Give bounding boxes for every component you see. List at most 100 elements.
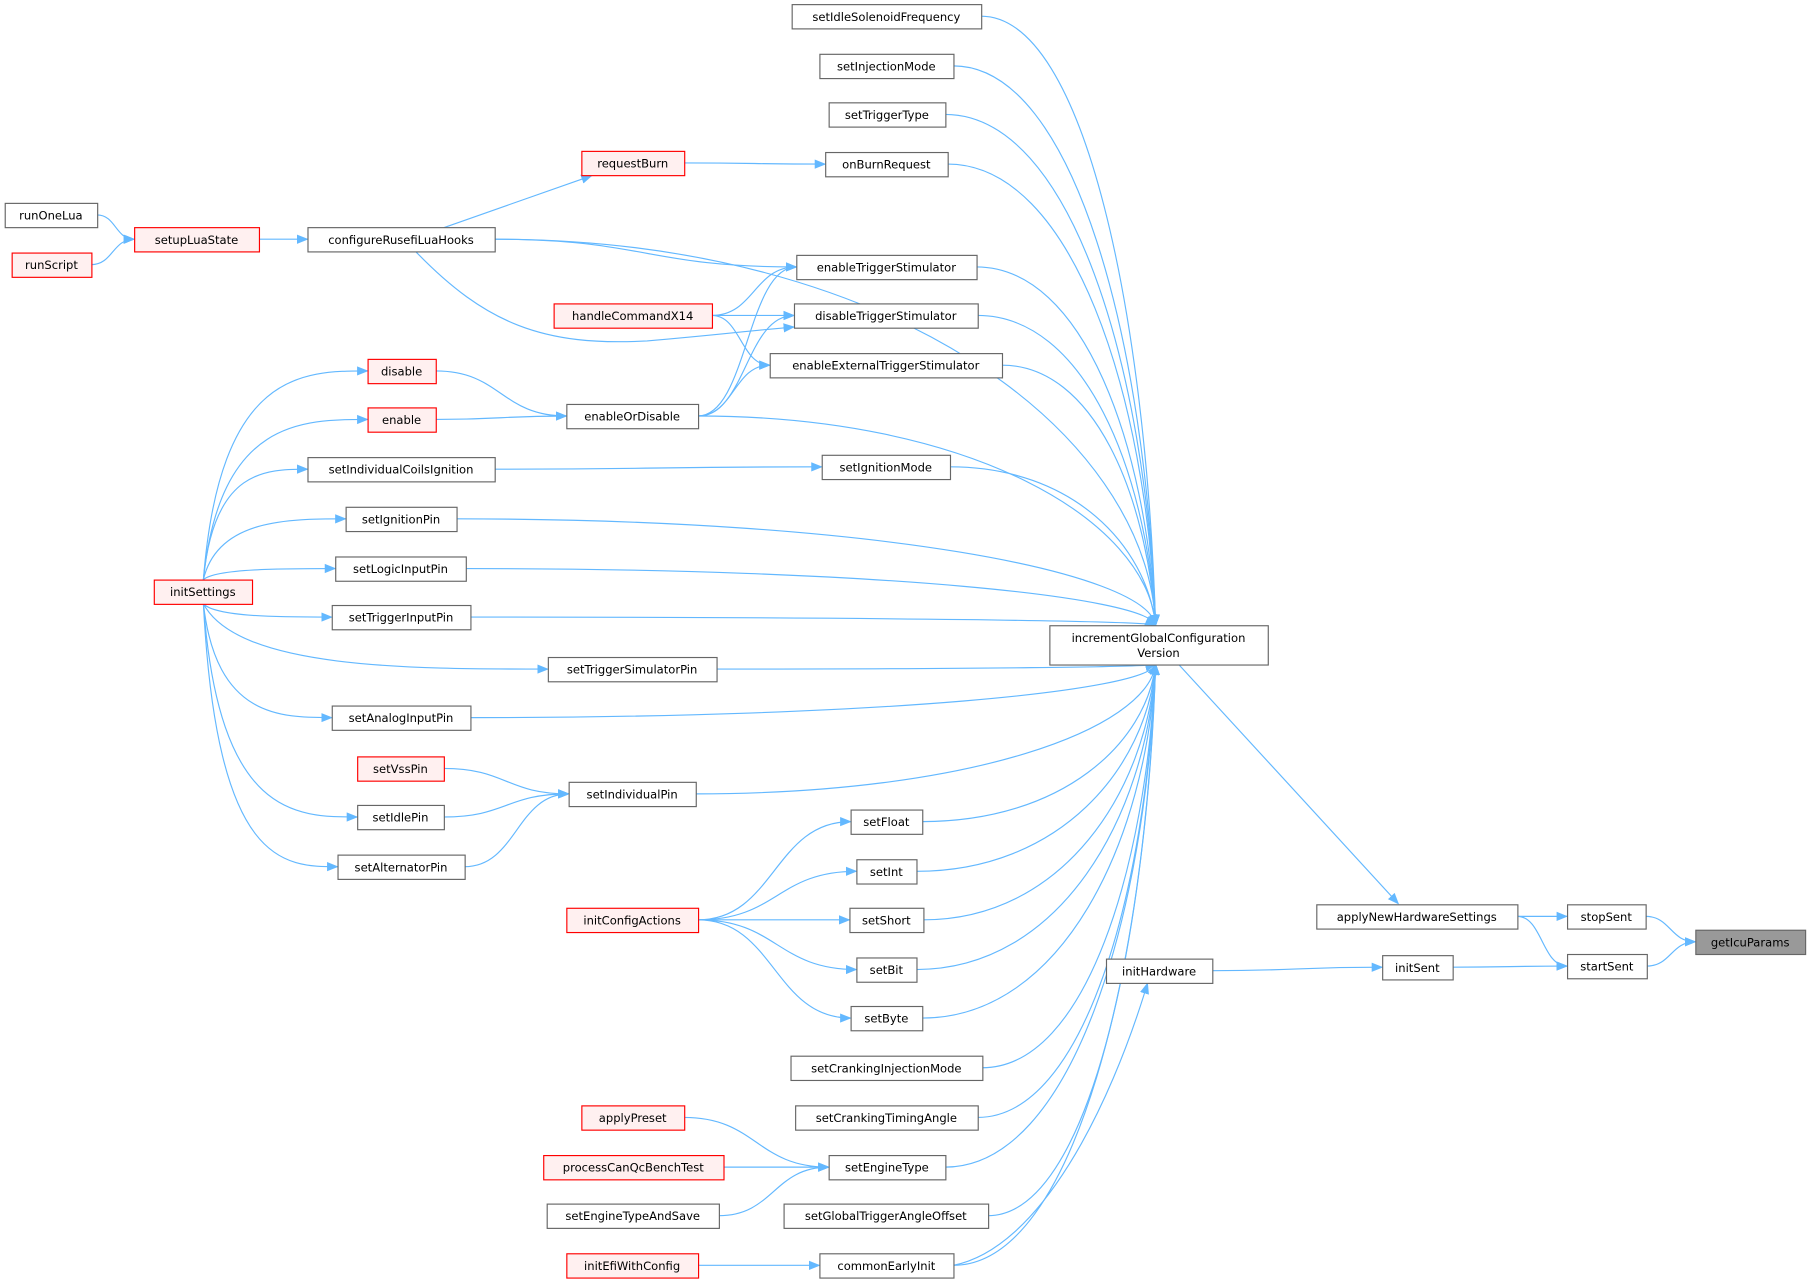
node-box bbox=[1316, 904, 1519, 930]
node-startSent[interactable]: startSent bbox=[1566, 953, 1648, 980]
node-label: commonEarlyInit bbox=[837, 1259, 935, 1273]
node-label: stopSent bbox=[1581, 910, 1633, 924]
node-label: configureRusefiLuaHooks bbox=[328, 233, 474, 247]
node-setInt[interactable]: setInt bbox=[856, 859, 918, 885]
node-onBurnRequest[interactable]: onBurnRequest bbox=[825, 151, 949, 178]
edge-enableTriggerStimulator-to-incrementGlobalConfigurationVersion bbox=[976, 266, 1160, 627]
node-stopSent[interactable]: stopSent bbox=[1566, 904, 1647, 930]
node-handleCommandX14[interactable]: handleCommandX14 bbox=[553, 303, 714, 329]
node-configureRusefiLuaHooks[interactable]: configureRusefiLuaHooks bbox=[307, 227, 496, 253]
node-runScript[interactable]: runScript bbox=[11, 252, 93, 278]
node-setTriggerInputPin[interactable]: setTriggerInputPin bbox=[331, 604, 472, 631]
node-setVssPin[interactable]: setVssPin bbox=[357, 756, 445, 782]
node-label: enableExternalTriggerStimulator bbox=[792, 359, 979, 373]
node-label: initSent bbox=[1395, 961, 1440, 975]
node-box bbox=[335, 556, 467, 582]
edge-setTriggerInputPin-to-incrementGlobalConfigurationVersion bbox=[470, 616, 1157, 626]
node-enableTriggerStimulator[interactable]: enableTriggerStimulator bbox=[796, 254, 978, 281]
node-setLogicInputPin[interactable]: setLogicInputPin bbox=[335, 556, 467, 582]
node-initHardware[interactable]: initHardware bbox=[1105, 958, 1214, 984]
edge-applyNewHardwareSettings-to-startSent bbox=[1517, 915, 1569, 971]
node-setIndividualCoilsIgnition[interactable]: setIndividualCoilsIgnition bbox=[307, 457, 496, 483]
node-commonEarlyInit[interactable]: commonEarlyInit bbox=[819, 1253, 955, 1279]
node-box bbox=[1695, 929, 1807, 956]
node-label: initHardware bbox=[1122, 964, 1196, 978]
node-label: setGlobalTriggerAngleOffset bbox=[805, 1209, 967, 1223]
node-setAlternatorPin[interactable]: setAlternatorPin bbox=[337, 854, 466, 880]
node-setFloat[interactable]: setFloat bbox=[850, 809, 924, 835]
node-initSent[interactable]: initSent bbox=[1382, 955, 1454, 981]
edge-setAlternatorPin-to-setIndividualPin bbox=[464, 789, 570, 868]
node-setIgnitionPin[interactable]: setIgnitionPin bbox=[345, 506, 458, 533]
edge-applyPreset-to-setEngineType bbox=[684, 1116, 830, 1172]
node-initConfigActions[interactable]: initConfigActions bbox=[566, 907, 700, 934]
node-label: setIgnitionPin bbox=[362, 512, 440, 526]
node-label: incrementGlobalConfiguration bbox=[1072, 631, 1246, 645]
node-setIndividualPin[interactable]: setIndividualPin bbox=[568, 781, 697, 808]
node-setTriggerSimulatorPin[interactable]: setTriggerSimulatorPin bbox=[547, 656, 718, 683]
edge-incrementGlobalConfigurationVersion-to-applyNewHardwareSettings bbox=[1178, 664, 1400, 905]
node-box bbox=[134, 227, 261, 253]
edge-setIdlePin-to-setIndividualPin bbox=[443, 789, 570, 818]
node-box bbox=[153, 579, 254, 605]
node-label: setAnalogInputPin bbox=[349, 711, 454, 725]
node-setGlobalTriggerAngleOffset[interactable]: setGlobalTriggerAngleOffset bbox=[783, 1203, 990, 1229]
node-box bbox=[566, 907, 700, 934]
edge-initConfigActions-to-setBit bbox=[697, 919, 858, 975]
node-getIcuParams[interactable]: getIcuParams bbox=[1695, 929, 1807, 956]
edge-requestBurn-to-onBurnRequest bbox=[684, 159, 827, 169]
node-setBit[interactable]: setBit bbox=[856, 957, 918, 983]
node-box bbox=[821, 454, 952, 481]
node-setCrankingInjectionMode[interactable]: setCrankingInjectionMode bbox=[790, 1055, 984, 1082]
node-setAnalogInputPin[interactable]: setAnalogInputPin bbox=[331, 705, 472, 731]
node-disableTriggerStimulator[interactable]: disableTriggerStimulator bbox=[793, 303, 979, 329]
node-setByte[interactable]: setByte bbox=[850, 1005, 924, 1032]
node-initSettings[interactable]: initSettings bbox=[153, 579, 254, 605]
node-applyPreset[interactable]: applyPreset bbox=[581, 1105, 686, 1131]
edge-initSettings-to-setIdlePin bbox=[202, 603, 359, 822]
node-box bbox=[850, 1005, 924, 1032]
node-box bbox=[825, 151, 949, 178]
edge-setInt-to-incrementGlobalConfigurationVersion bbox=[916, 663, 1160, 872]
edge-setShort-to-incrementGlobalConfigurationVersion bbox=[923, 663, 1160, 921]
node-box bbox=[856, 957, 918, 983]
edge-disableTriggerStimulator-to-incrementGlobalConfigurationVersion bbox=[977, 314, 1160, 627]
node-setIgnitionMode[interactable]: setIgnitionMode bbox=[821, 454, 952, 481]
edge-initHardware-to-initSent bbox=[1212, 962, 1384, 972]
node-box bbox=[796, 254, 978, 281]
node-initEfiWithConfig[interactable]: initEfiWithConfig bbox=[566, 1253, 700, 1279]
node-setInjectionMode[interactable]: setInjectionMode bbox=[819, 53, 955, 80]
node-setShort[interactable]: setShort bbox=[849, 907, 925, 934]
node-disable[interactable]: disable bbox=[367, 358, 437, 385]
node-box bbox=[543, 1154, 725, 1181]
node-box bbox=[4, 202, 99, 229]
node-label: setLogicInputPin bbox=[353, 562, 448, 576]
node-setCrankingTimingAngle[interactable]: setCrankingTimingAngle bbox=[795, 1105, 979, 1131]
node-runOneLua[interactable]: runOneLua bbox=[4, 202, 99, 229]
node-label: setTriggerInputPin bbox=[349, 611, 454, 625]
edge-stopSent-to-getIcuParams bbox=[1645, 915, 1697, 947]
node-setIdleSolenoidFrequency[interactable]: setIdleSolenoidFrequency bbox=[791, 4, 983, 30]
node-box bbox=[828, 102, 947, 128]
edge-initSettings-to-setIgnitionPin bbox=[202, 514, 347, 580]
node-setTriggerType[interactable]: setTriggerType bbox=[828, 102, 947, 128]
node-processCanQcBenchTest[interactable]: processCanQcBenchTest bbox=[543, 1154, 725, 1181]
edge-initSettings-to-setLogicInputPin bbox=[203, 563, 337, 580]
node-box bbox=[367, 407, 437, 433]
node-label: setVssPin bbox=[373, 762, 428, 776]
node-applyNewHardwareSettings[interactable]: applyNewHardwareSettings bbox=[1316, 904, 1519, 930]
node-enableExternalTriggerStimulator[interactable]: enableExternalTriggerStimulator bbox=[769, 353, 1004, 379]
node-label: runScript bbox=[25, 258, 78, 272]
node-setEngineTypeAndSave[interactable]: setEngineTypeAndSave bbox=[546, 1203, 720, 1229]
edge-setGlobalTriggerAngleOffset-to-incrementGlobalConfigurationVersion bbox=[988, 663, 1160, 1217]
node-label: initEfiWithConfig bbox=[584, 1259, 680, 1273]
edge-initSettings-to-setAnalogInputPin bbox=[202, 603, 333, 723]
node-enableOrDisable[interactable]: enableOrDisable bbox=[566, 403, 700, 430]
node-setIdlePin[interactable]: setIdlePin bbox=[357, 804, 445, 831]
node-setEngineType[interactable]: setEngineType bbox=[828, 1154, 947, 1181]
node-enable[interactable]: enable bbox=[367, 407, 437, 433]
node-setupLuaState[interactable]: setupLuaState bbox=[134, 227, 261, 253]
node-requestBurn[interactable]: requestBurn bbox=[581, 150, 686, 177]
node-box bbox=[850, 809, 924, 835]
